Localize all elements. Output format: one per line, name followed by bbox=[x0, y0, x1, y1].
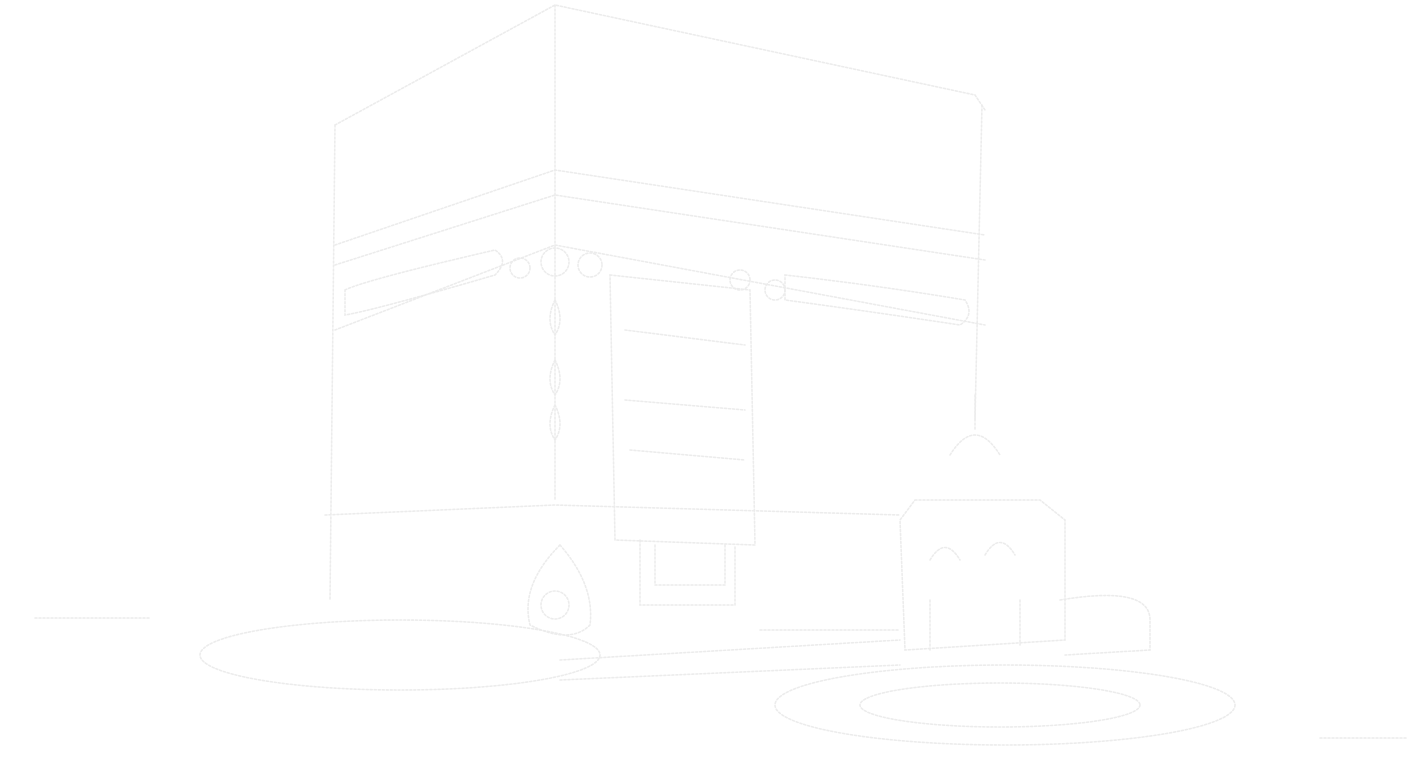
door bbox=[609, 274, 756, 546]
base-line bbox=[324, 504, 901, 516]
right-edge bbox=[974, 104, 983, 421]
band-mid bbox=[334, 194, 986, 266]
left-edge bbox=[329, 124, 336, 601]
roof-outline bbox=[334, 4, 986, 126]
maqam bbox=[899, 394, 1066, 651]
band-top bbox=[334, 169, 986, 246]
band-bottom bbox=[334, 244, 986, 331]
